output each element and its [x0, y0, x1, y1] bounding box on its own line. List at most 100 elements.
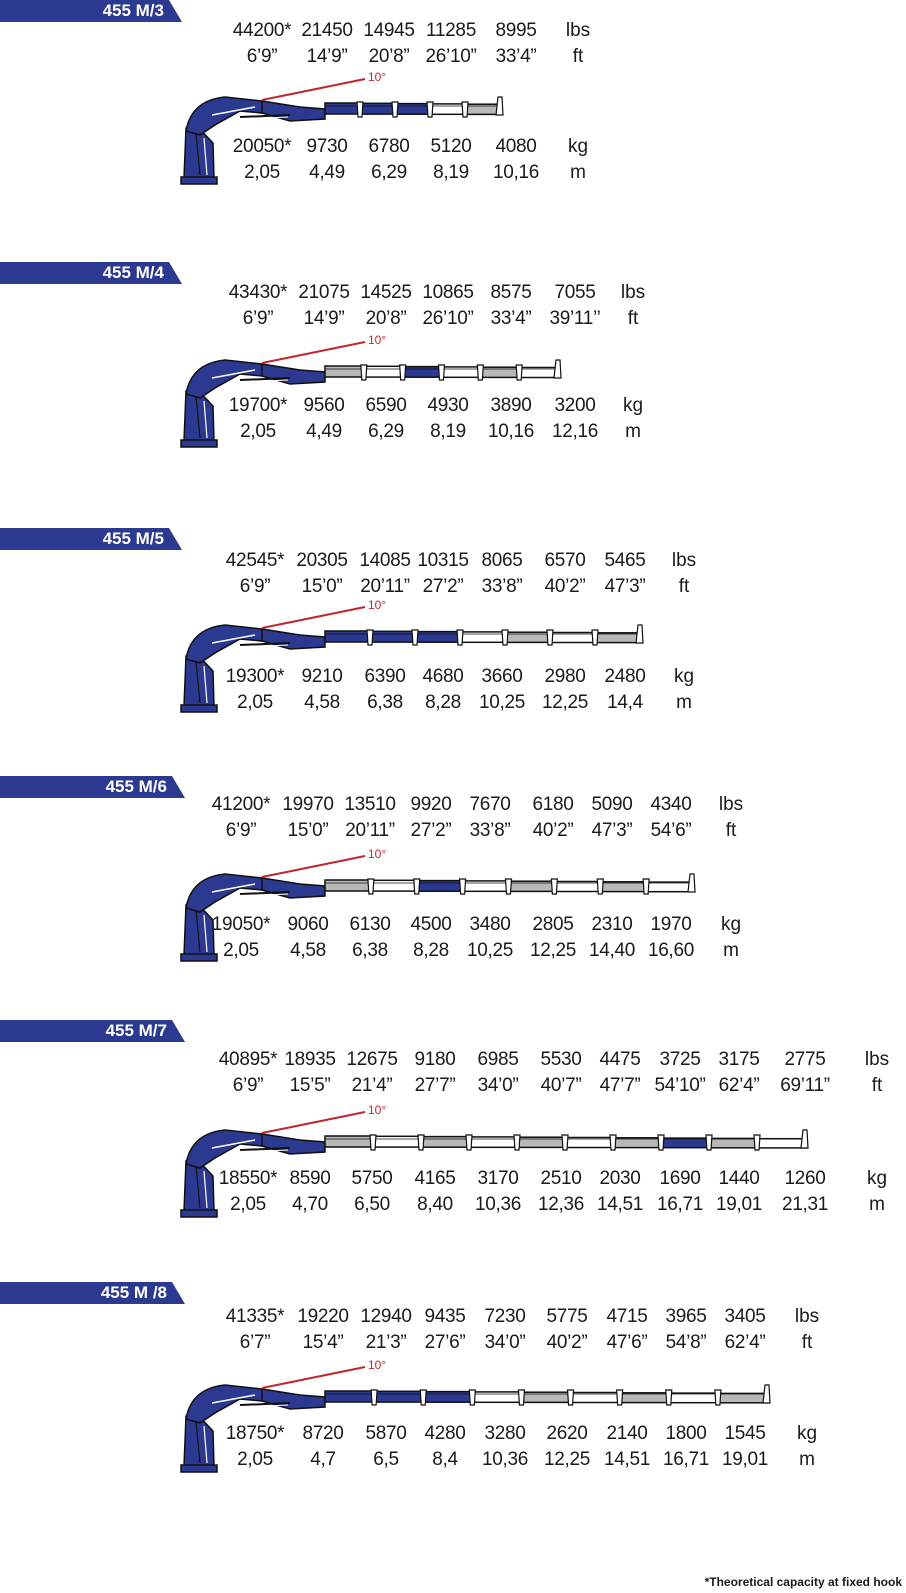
- value-m: 2,05: [244, 162, 280, 183]
- crane-diagram: 10°: [180, 847, 696, 962]
- value-lbs: 19970: [282, 794, 334, 815]
- crane-arm: [180, 1129, 809, 1218]
- value-m: 10,16: [492, 162, 540, 183]
- value-kg: 2310: [591, 914, 633, 935]
- value-lbs: 8065: [481, 550, 523, 571]
- value-ft: 21’4”: [351, 1075, 393, 1096]
- value-m: 16,71: [662, 1449, 710, 1470]
- value-ft: 27’2”: [410, 820, 452, 841]
- value-lbs: 7055: [554, 282, 596, 303]
- model-tag: 455 M/6: [0, 776, 185, 798]
- value-kg: 4680: [422, 666, 464, 687]
- unit-lbs: lbs: [864, 1049, 890, 1070]
- value-kg: 3660: [481, 666, 523, 687]
- value-kg: 1800: [665, 1423, 707, 1444]
- value-kg: 6130: [349, 914, 391, 935]
- unit-ft: ft: [678, 576, 690, 597]
- value-ft: 20’8”: [368, 46, 410, 67]
- value-ft: 47’3”: [604, 576, 646, 597]
- value-lbs: 14085: [359, 550, 411, 571]
- value-lbs: 7230: [484, 1306, 526, 1327]
- value-ft: 47’7”: [599, 1075, 641, 1096]
- value-ft: 34’0”: [484, 1332, 526, 1353]
- unit-kg: kg: [866, 1168, 888, 1189]
- value-kg: 3170: [477, 1168, 519, 1189]
- value-m: 4,58: [290, 940, 326, 961]
- value-m: 14,51: [596, 1194, 644, 1215]
- value-kg: 5870: [365, 1423, 407, 1444]
- unit-kg: kg: [567, 136, 589, 157]
- unit-kg: kg: [622, 395, 644, 416]
- value-m: 14,4: [607, 692, 643, 713]
- value-kg: 4080: [495, 136, 537, 157]
- value-m: 8,4: [432, 1449, 458, 1470]
- angle-label: 10°: [368, 1103, 386, 1117]
- value-ft: 33’8”: [469, 820, 511, 841]
- value-m: 10,25: [478, 692, 526, 713]
- value-ft: 39’11’’: [549, 308, 601, 329]
- value-m: 6,5: [373, 1449, 399, 1470]
- crane-diagram: 10°: [180, 70, 504, 185]
- angle-indicator: [261, 1111, 366, 1134]
- value-kg: 3280: [484, 1423, 526, 1444]
- crane-arm: [180, 359, 562, 448]
- value-ft: 33’8”: [481, 576, 523, 597]
- value-m: 8,28: [425, 692, 461, 713]
- value-ft: 14’9”: [306, 46, 348, 67]
- value-kg: 2480: [604, 666, 646, 687]
- value-lbs: 2775: [784, 1049, 826, 1070]
- value-kg: 6780: [368, 136, 410, 157]
- unit-kg: kg: [796, 1423, 818, 1444]
- value-kg: 9210: [301, 666, 343, 687]
- value-kg: 9060: [287, 914, 329, 935]
- value-lbs: 11285: [426, 20, 476, 41]
- value-ft: 27’7”: [414, 1075, 456, 1096]
- value-ft: 27’6”: [424, 1332, 466, 1353]
- footnote: *Theoretical capacity at fixed hook: [704, 1575, 902, 1589]
- value-lbs: 3405: [724, 1306, 766, 1327]
- value-lbs: 44200*: [232, 20, 292, 41]
- unit-lbs: lbs: [718, 794, 744, 815]
- value-ft: 20’11”: [360, 576, 410, 597]
- unit-ft: ft: [801, 1332, 813, 1353]
- value-kg: 18750*: [225, 1423, 285, 1444]
- unit-lbs: lbs: [565, 20, 591, 41]
- value-kg: 1440: [718, 1168, 760, 1189]
- value-lbs: 5775: [546, 1306, 588, 1327]
- value-lbs: 14525: [360, 282, 412, 303]
- value-lbs: 6570: [544, 550, 586, 571]
- value-ft: 62’4”: [724, 1332, 766, 1353]
- value-m: 6,38: [352, 940, 388, 961]
- model-tag: 455 M/5: [0, 528, 182, 550]
- value-lbs: 8995: [495, 20, 537, 41]
- value-kg: 2620: [546, 1423, 588, 1444]
- value-m: 6,50: [354, 1194, 390, 1215]
- value-ft: 21’3”: [365, 1332, 407, 1353]
- unit-m: m: [625, 421, 641, 442]
- crane-diagram: 10°: [180, 1103, 809, 1218]
- value-kg: 1260: [784, 1168, 826, 1189]
- value-m: 12,16: [551, 421, 599, 442]
- unit-m: m: [869, 1194, 885, 1215]
- unit-lbs: lbs: [620, 282, 646, 303]
- angle-label: 10°: [368, 333, 386, 347]
- value-ft: 15’4”: [302, 1332, 344, 1353]
- value-m: 10,36: [481, 1449, 529, 1470]
- value-m: 12,25: [529, 940, 577, 961]
- unit-m: m: [799, 1449, 815, 1470]
- value-m: 4,49: [306, 421, 342, 442]
- value-m: 2,05: [237, 1449, 273, 1470]
- crane-diagram: 10°: [180, 1358, 771, 1473]
- value-kg: 3200: [554, 395, 596, 416]
- crane-diagram: 10°: [180, 333, 562, 448]
- value-ft: 33’4”: [490, 308, 532, 329]
- value-kg: 3890: [490, 395, 532, 416]
- value-kg: 9560: [303, 395, 345, 416]
- value-lbs: 10865: [422, 282, 474, 303]
- value-lbs: 12675: [346, 1049, 398, 1070]
- value-lbs: 13510: [344, 794, 396, 815]
- angle-indicator: [261, 341, 366, 364]
- value-kg: 2980: [544, 666, 586, 687]
